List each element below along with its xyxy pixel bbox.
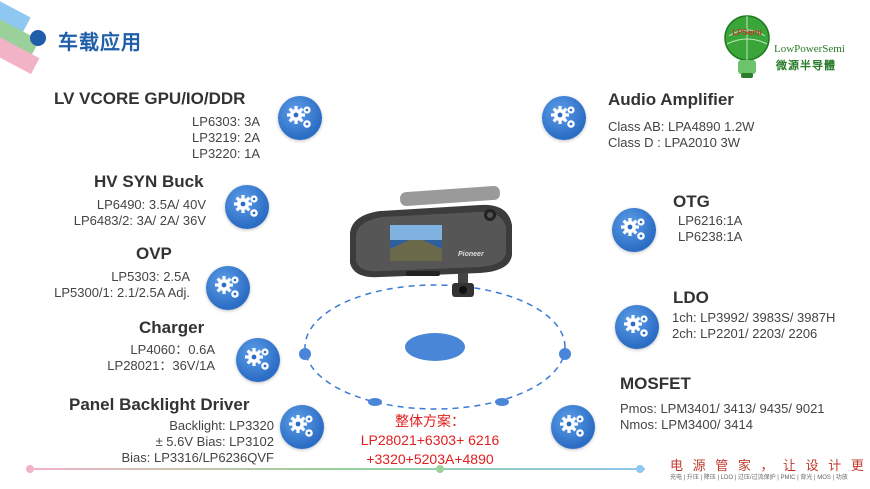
solution-line: +3320+5203A+4890 [366, 451, 494, 467]
gear-icon [280, 405, 324, 449]
gear-icon [206, 266, 250, 310]
title-bullet [30, 30, 46, 46]
gear-icon [278, 96, 322, 140]
gear-icon [612, 208, 656, 252]
car-mirror-device-image [350, 185, 512, 297]
category-title: OVP [136, 244, 172, 263]
footer-dot [26, 465, 34, 473]
category-title: Audio Amplifier [608, 90, 734, 109]
gear-icon [225, 185, 269, 229]
logo: LPSemi [723, 14, 771, 80]
category-title: Charger [139, 318, 205, 337]
page-title: 车载应用 [58, 32, 142, 54]
footer-slogan: 电 源 管 家 ， 让 设 计 更 简 单 [670, 458, 870, 473]
gear-icon [615, 305, 659, 349]
category-title: LDO [673, 288, 709, 307]
gear-icon [236, 338, 280, 382]
category-title: LV VCORE GPU/IO/DDR [54, 89, 246, 108]
footer-divider [30, 468, 645, 470]
connection-ellipse [299, 284, 571, 410]
brand-chinese: 微源半导體 [776, 60, 836, 72]
overall-solution: 整体方案： LP28021+6303+ 6216 +3320+5203A+489… [340, 412, 520, 469]
solution-label: 整体方案： [395, 413, 465, 429]
category-title: HV SYN Buck [94, 172, 204, 191]
solution-line: LP28021+6303+ 6216 [360, 432, 500, 448]
footer-sub-slogan: 充电 | 升压 | 降压 | LDO | 过压/过流保护 | PMIC | 背光… [670, 475, 848, 481]
device-brand-label: Pioneer [458, 251, 484, 258]
brand-english: LowPowerSemi [774, 43, 845, 55]
logo-bulb-text: LPSemi [732, 28, 762, 37]
gear-icon [542, 96, 586, 140]
gear-icon [551, 405, 595, 449]
footer-dot [636, 465, 644, 473]
category-title: Panel Backlight Driver [69, 395, 250, 414]
footer-dot [436, 465, 444, 473]
category-title: MOSFET [620, 374, 691, 393]
category-title: OTG [673, 192, 710, 211]
